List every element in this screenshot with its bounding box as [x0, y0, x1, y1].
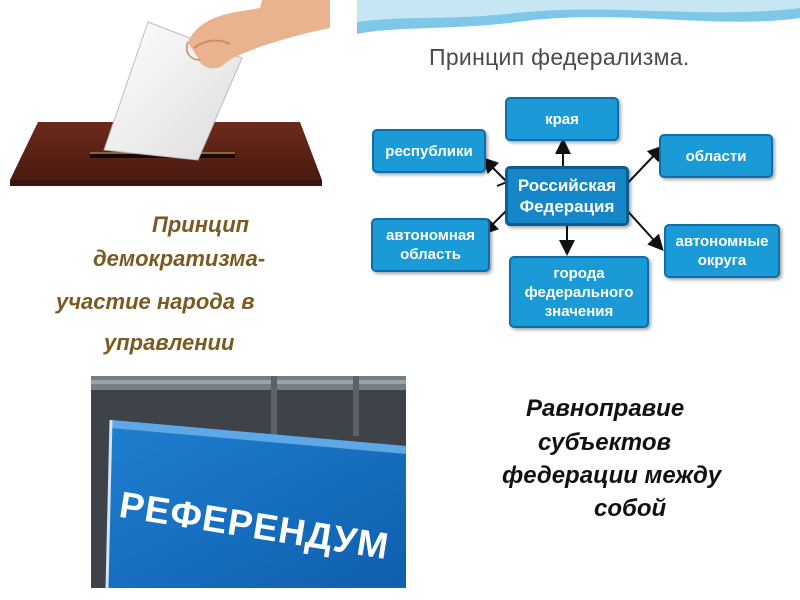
arrow-to-respubliki [482, 157, 508, 183]
caption-line: субъектов [538, 429, 671, 456]
node-oblasti: области [659, 134, 773, 178]
referendum-banner [107, 420, 406, 588]
federalism-diagram: Принцип федерализма. края республики обл… [357, 0, 800, 365]
caption-line: федерации между [502, 462, 722, 489]
node-russian-federation: Российская Федерация [505, 166, 629, 226]
caption-line: Принцип [152, 212, 250, 237]
caption-line: участие народа в [56, 289, 255, 314]
hand [188, 0, 330, 69]
node-goroda-federalnogo-znacheniya: города федерального значения [509, 256, 649, 328]
node-avtonomnaya-oblast: автономная область [371, 218, 490, 272]
node-respubliki: республики [372, 129, 486, 173]
arrow-to-oblasti [622, 145, 664, 189]
caption-line: демократизма- [93, 246, 266, 271]
diagram-title: Принцип федерализма. [429, 44, 690, 70]
node-avtonomnye-okruga: автономные округа [664, 224, 780, 278]
caption-line: Равноправие [526, 395, 685, 422]
caption-line: управлении [104, 330, 235, 355]
header-wave [357, 0, 800, 34]
ballot-box-image [0, 0, 340, 190]
ballot-box-illustration [10, 0, 330, 186]
node-kraya: края [505, 97, 619, 141]
arrow-to-avt-okruga [622, 205, 664, 251]
referendum-image: РЕФЕРЕНДУМ [91, 376, 406, 588]
referendum-illustration [91, 376, 406, 588]
caption-line: собой [594, 495, 667, 522]
